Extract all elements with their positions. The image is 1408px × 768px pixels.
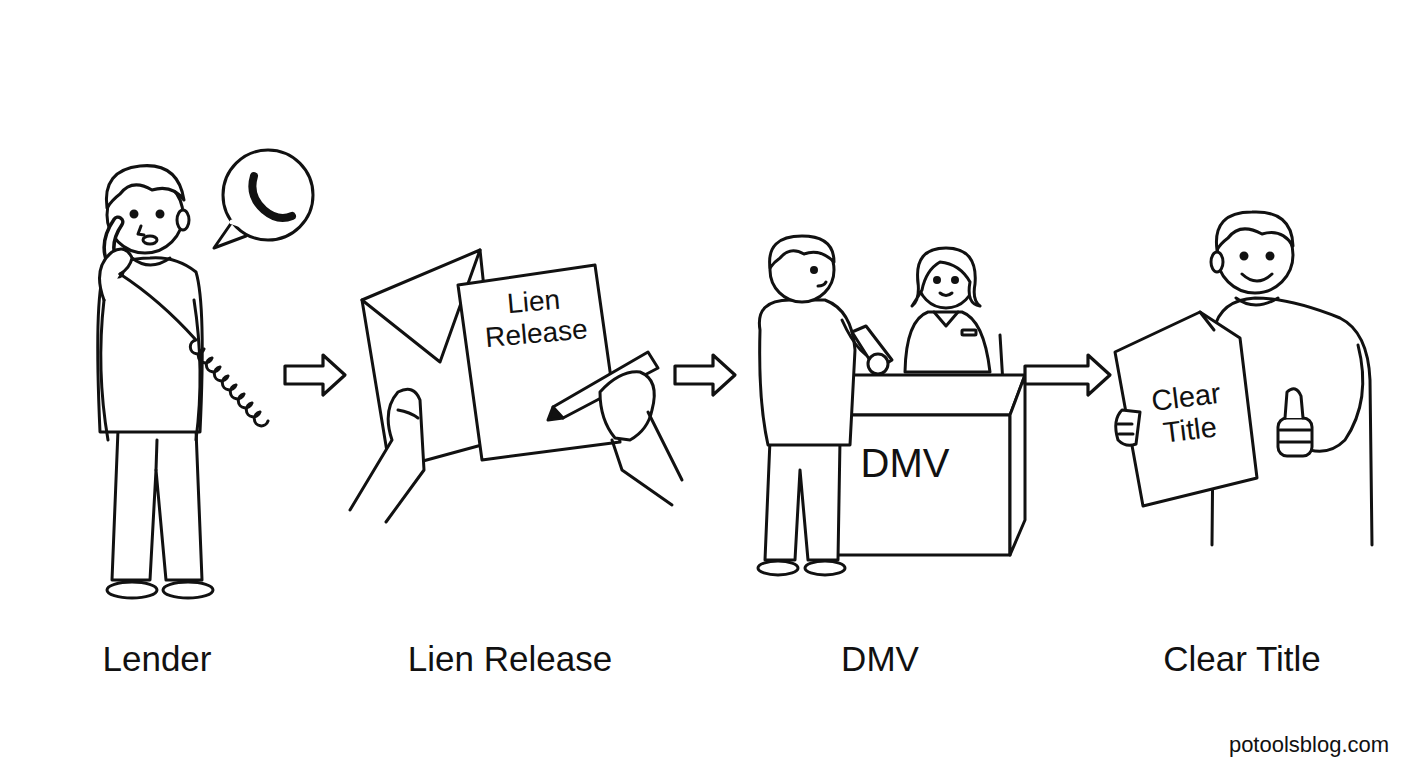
phone-caller-figure-part bbox=[101, 300, 108, 440]
dmv-desk-figure bbox=[758, 236, 1025, 575]
dmv-desk-figure-part bbox=[935, 278, 940, 283]
dmv-desk-figure-part bbox=[868, 354, 888, 374]
title-holder-figure bbox=[1115, 212, 1372, 545]
envelope-and-paper-figure-part bbox=[458, 265, 620, 460]
flow-arrow bbox=[1025, 355, 1110, 395]
envelope-and-paper-figure-part bbox=[612, 440, 672, 505]
dmv-desk-figure-part bbox=[934, 312, 958, 326]
title-holder-figure-part bbox=[1310, 345, 1363, 451]
dmv-desk-figure-part bbox=[905, 312, 990, 372]
phone-caller-figure-part bbox=[156, 440, 157, 470]
step-caption: DMV bbox=[841, 638, 919, 680]
phone-caller-figure-part bbox=[223, 150, 313, 240]
dmv-desk-figure-part bbox=[805, 561, 845, 575]
dmv-desk-figure-part bbox=[953, 278, 958, 283]
flow-arrow bbox=[285, 355, 345, 395]
process-step: DMV bbox=[735, 140, 1025, 680]
phone-caller-figure-part bbox=[112, 430, 202, 580]
dmv-desk-figure-part bbox=[1010, 375, 1025, 555]
title-holder-figure-part bbox=[1236, 298, 1278, 305]
phone-caller-figure-part bbox=[157, 211, 163, 217]
envelope-and-paper-figure-part bbox=[600, 372, 654, 440]
phone-caller-figure-part bbox=[194, 300, 200, 440]
phone-caller-figure-part bbox=[252, 176, 292, 218]
dmv-desk-figure-part bbox=[962, 330, 976, 335]
envelope-and-paper-figure-part bbox=[648, 412, 682, 480]
step-caption: Lender bbox=[103, 638, 212, 680]
title-holder-figure-part bbox=[1115, 312, 1257, 506]
title-holder-figure-part bbox=[1200, 312, 1214, 330]
process-step: Lender bbox=[29, 140, 285, 680]
title-holder-figure-part bbox=[1267, 253, 1273, 259]
document-text: DMV bbox=[861, 440, 950, 486]
title-holder-figure-part bbox=[1242, 274, 1272, 281]
dmv-desk-figure-part bbox=[818, 282, 826, 286]
phone-caller-figure-part bbox=[107, 582, 157, 598]
watermark: potoolsblog.com bbox=[1229, 732, 1389, 757]
dmv-desk-figure-part bbox=[812, 268, 817, 273]
dmv-desk-figure-part bbox=[759, 300, 855, 445]
title-holder-figure-part bbox=[1241, 253, 1247, 259]
phone-caller-figure bbox=[98, 150, 313, 598]
phone-caller-figure-part bbox=[143, 236, 157, 244]
document-text: Lien Release bbox=[473, 281, 596, 355]
phone-caller-figure-part bbox=[131, 211, 137, 217]
document-text: Clear Title bbox=[1134, 375, 1241, 453]
dmv-desk-figure-part bbox=[758, 561, 798, 575]
flow-arrow bbox=[675, 355, 735, 395]
dmv-desk-figure-part bbox=[912, 248, 980, 306]
dmv-desk-figure-part bbox=[765, 440, 840, 560]
step-caption: Lien Release bbox=[408, 638, 612, 680]
step-caption: Clear Title bbox=[1163, 638, 1321, 680]
envelope-and-paper-figure-part bbox=[548, 407, 563, 420]
envelope-and-paper-figure-part bbox=[398, 410, 418, 418]
title-holder-figure-part bbox=[1116, 410, 1140, 445]
phone-caller-figure-part bbox=[120, 274, 268, 426]
dmv-desk-figure-part bbox=[940, 293, 952, 296]
dmv-desk-figure-part bbox=[835, 415, 1010, 555]
title-holder-figure-part bbox=[1278, 418, 1312, 456]
phone-caller-figure-part bbox=[177, 210, 189, 230]
title-holder-figure-part bbox=[1118, 424, 1133, 434]
phone-caller-figure-part bbox=[163, 582, 213, 598]
process-step: Lien Release bbox=[345, 140, 675, 680]
title-holder-figure-part bbox=[1285, 389, 1303, 418]
title-holder-figure-part bbox=[1211, 252, 1223, 272]
phone-caller-figure-part bbox=[138, 226, 144, 235]
phone-caller-figure-part bbox=[232, 222, 238, 224]
envelope-and-paper-figure bbox=[350, 250, 682, 522]
phone-caller-figure-part bbox=[100, 249, 133, 300]
title-holder-figure-part bbox=[1216, 212, 1293, 250]
title-holder-figure-part bbox=[1280, 430, 1310, 442]
phone-caller-figure-part bbox=[106, 166, 184, 208]
dmv-desk-figure-part bbox=[770, 236, 834, 268]
phone-caller-figure-part bbox=[132, 258, 170, 265]
envelope-and-paper-figure-part bbox=[350, 389, 424, 522]
